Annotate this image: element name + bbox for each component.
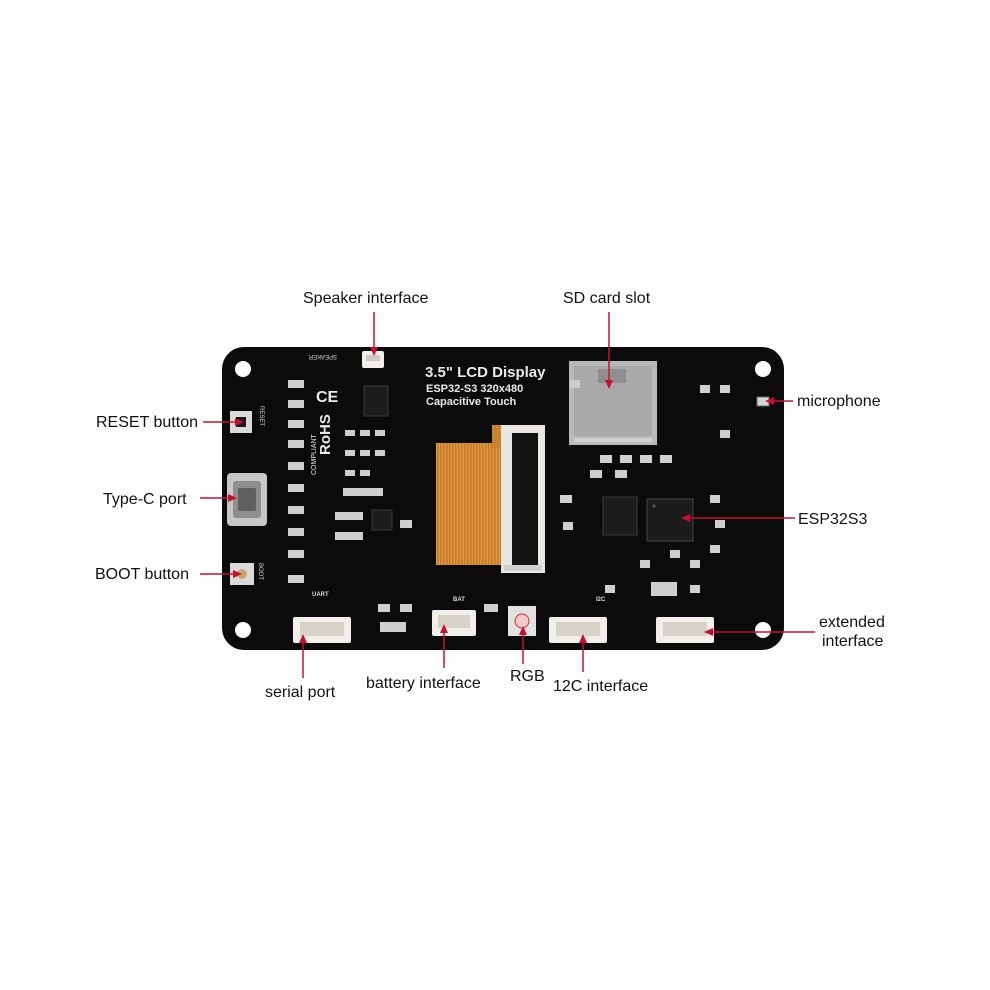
label-esp32s3: ESP32S3 (798, 511, 868, 528)
leader-arrowheads (228, 347, 774, 643)
silk-line2: ESP32-S3 320x480 (426, 383, 523, 395)
rohs-mark: RoHS (317, 414, 334, 455)
mount-hole-bottom-right (755, 622, 771, 638)
i2c-connector: I2C (549, 597, 607, 643)
label-serial-port: serial port (265, 684, 336, 701)
label-microphone: microphone (797, 393, 881, 410)
rohs-sub: COMPLIANT (311, 433, 318, 475)
leader-lines (200, 312, 815, 678)
compliance-marks: CE RoHS COMPLIANT (311, 389, 339, 475)
i2c-tag: I2C (596, 597, 606, 603)
label-extended-line2: interface (822, 633, 884, 650)
silk-title: 3.5" LCD Display (425, 364, 546, 381)
boot-tag: BOOT (257, 563, 263, 580)
type-c-part (227, 473, 267, 526)
amplifier-ic (363, 385, 389, 417)
mount-hole-top-right (755, 361, 771, 377)
label-rgb: RGB (510, 668, 545, 685)
silk-line3: Capacitive Touch (426, 396, 517, 408)
label-sd-card-slot: SD card slot (563, 290, 651, 307)
speaker-tag: SPEAKER (308, 353, 337, 359)
mount-hole-bottom-left (235, 622, 251, 638)
bat-tag: BAT (453, 597, 465, 603)
ce-mark: CE (316, 389, 339, 406)
reset-tag: RESET (258, 406, 264, 426)
label-extended-line1: extended (819, 614, 885, 631)
label-type-c-port: Type-C port (103, 491, 187, 508)
flash-chip (602, 496, 638, 536)
uart-connector: UART (293, 592, 351, 643)
uart-tag: UART (312, 592, 329, 598)
esp32s3-chip (646, 498, 694, 542)
mount-hole-top-left (235, 361, 251, 377)
passive-components (288, 380, 730, 632)
fpc-ribbon (436, 425, 545, 573)
label-speaker-interface: Speaker interface (303, 290, 429, 307)
silkscreen-title-block: 3.5" LCD Display ESP32-S3 320x480 Capaci… (425, 364, 546, 408)
speaker-connector: SPEAKER (308, 351, 384, 368)
crystal (651, 582, 677, 596)
label-i2c-interface: 12C interface (553, 678, 649, 695)
small-ic (371, 509, 393, 531)
label-boot-button: BOOT button (95, 566, 189, 583)
sd-card-slot (569, 361, 657, 445)
label-battery-interface: battery interface (366, 675, 481, 692)
extended-connector (656, 617, 714, 643)
label-reset-button: RESET button (96, 414, 198, 431)
